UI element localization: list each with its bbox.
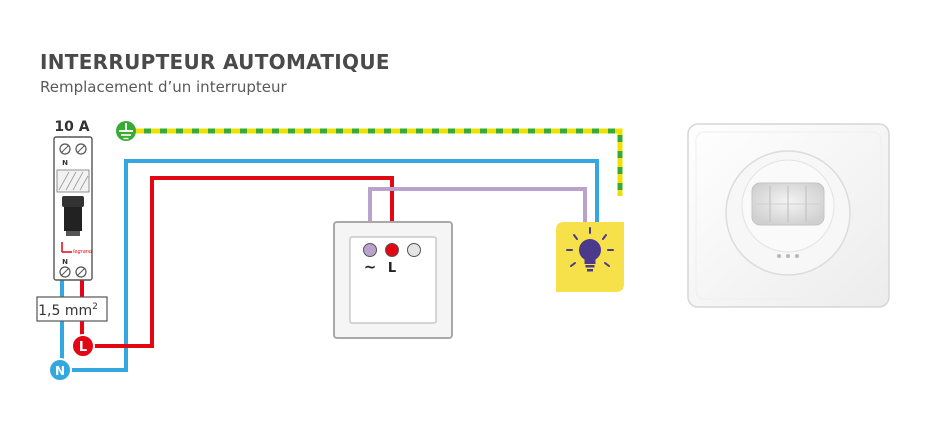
motion-sensor-switch-plate: [687, 123, 890, 308]
neutral-wire: [62, 159, 599, 372]
switch-lamp-symbol: ~: [364, 258, 377, 276]
lamp-box: [556, 222, 624, 292]
switch-spare-terminal: [407, 243, 421, 257]
breaker-bottom-terminal-label: N: [62, 258, 68, 266]
earth-ground-icon: [116, 121, 136, 141]
light-bulb-icon: [566, 227, 614, 272]
breaker-toggle: [62, 196, 84, 236]
svg-text:L: L: [79, 340, 87, 355]
svg-text:1,5 mm2: 1,5 mm2: [38, 302, 98, 319]
breaker-rating: 10 A: [54, 119, 89, 135]
sensor-indicator-dots: [777, 254, 799, 258]
neutral-terminal-badge: N: [48, 358, 72, 382]
earth-wire: [135, 128, 623, 196]
circuit-breaker: N legrand N: [53, 136, 93, 281]
switched-lamp-wire: [368, 187, 587, 245]
diagram-subtitle: Remplacement d’un interrupteur: [40, 78, 287, 96]
diagram-title: INTERRUPTEUR AUTOMATIQUE: [40, 50, 390, 74]
cable-section-value: 1,5 mm: [38, 303, 92, 319]
svg-text:N: N: [55, 364, 65, 378]
line-terminal-badge: L: [71, 334, 95, 358]
switch-line-terminal: [385, 243, 399, 257]
motion-sensor-lens: [751, 182, 825, 226]
switch-line-label: L: [388, 261, 396, 276]
cable-section-label: 1,5 mm2: [36, 296, 108, 322]
cable-section-superscript: 2: [92, 302, 98, 312]
switch-module: ~ L: [333, 221, 453, 339]
switch-lamp-terminal: [363, 243, 377, 257]
breaker-brand-logo: legrand: [73, 249, 93, 255]
breaker-top-terminal-label: N: [62, 159, 68, 167]
line-wire: [86, 176, 394, 348]
